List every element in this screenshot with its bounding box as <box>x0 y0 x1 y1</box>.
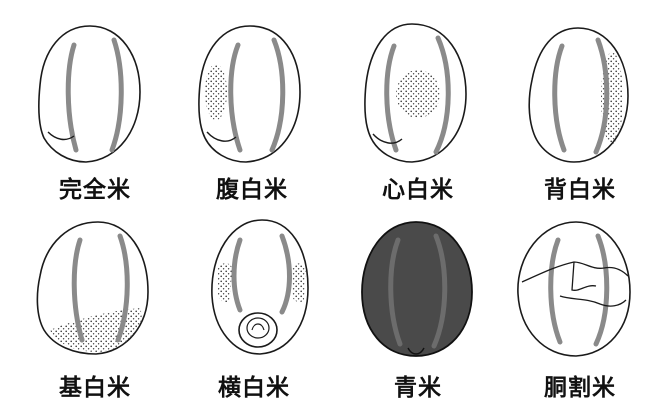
grain-transverse-white-rice <box>212 220 308 354</box>
label-green-rice: 青米 <box>358 374 478 402</box>
label-cracked-rice: 胴割米 <box>520 374 640 402</box>
label-base-white-rice: 基白米 <box>35 374 155 402</box>
label-heart-white-rice: 心白米 <box>358 176 478 204</box>
label-belly-white-rice: 腹白米 <box>192 176 312 204</box>
grain-belly-white-rice <box>199 26 300 162</box>
grain-base-white-rice <box>37 222 148 354</box>
grain-green-rice <box>362 222 472 356</box>
grain-heart-white-rice <box>365 24 466 162</box>
label-complete-rice: 完全米 <box>35 176 155 204</box>
grain-back-white-rice <box>529 28 628 162</box>
label-back-white-rice: 背白米 <box>520 176 640 204</box>
grain-cracked-rice <box>518 222 630 356</box>
grain-complete-rice <box>39 26 140 162</box>
label-transverse-white-rice: 横白米 <box>194 374 314 402</box>
